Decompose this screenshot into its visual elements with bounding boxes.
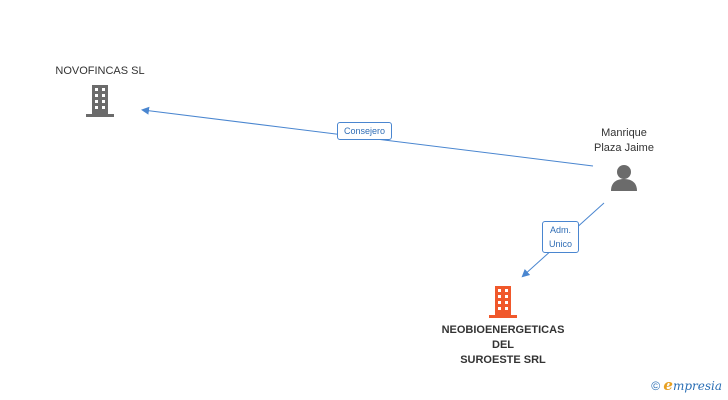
brand-initial: e [663,376,673,394]
node-novofincas-name: NOVOFINCAS SL [55,65,145,77]
edge-label-consejero[interactable]: Consejero [337,122,393,140]
building-icon [489,286,517,318]
person-icon [611,165,637,191]
node-novofincas[interactable]: NOVOFINCAS SL [40,64,160,119]
node-manrique-name: Manrique Plaza Jaime [594,127,654,154]
edge-label-adm-unico[interactable]: Adm. Unico [542,221,580,253]
footer-brand: © empresia [651,376,722,394]
brand-logo: empresia [663,376,722,394]
node-neobio-name: NEOBIOENERGETICAS DEL SUROESTE SRL [441,324,565,366]
brand-rest: mpresia [672,379,722,393]
copyright-symbol: © [651,379,661,393]
building-icon [86,85,114,117]
node-neobio[interactable]: NEOBIOENERGETICAS DEL SUROESTE SRL [430,284,576,368]
node-manrique[interactable]: Manrique Plaza Jaime [574,126,674,193]
